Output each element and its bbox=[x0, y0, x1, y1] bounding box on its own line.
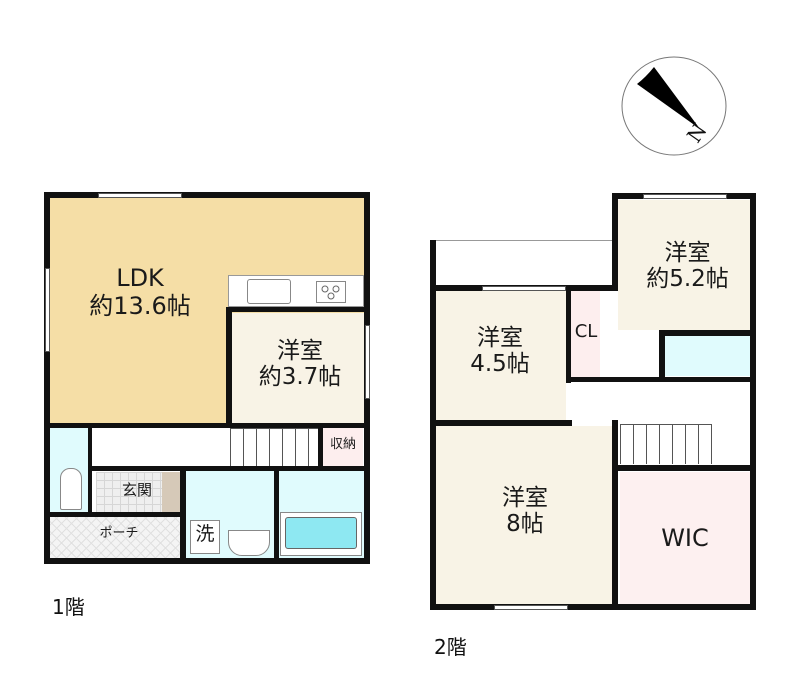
western-5-2-label: 洋室 約5.2帖 bbox=[646, 240, 729, 293]
room-porch bbox=[50, 516, 182, 562]
room-western-8 bbox=[436, 426, 612, 604]
room-western-5-2 bbox=[618, 200, 750, 330]
ldk-label: LDK 約13.6帖 bbox=[89, 264, 191, 320]
window bbox=[643, 194, 727, 199]
closet-label: CL bbox=[574, 321, 598, 342]
compass: N bbox=[620, 55, 728, 157]
window bbox=[365, 325, 370, 399]
room-wic bbox=[620, 472, 750, 604]
storage-label: 収納 bbox=[329, 437, 356, 452]
window bbox=[45, 268, 50, 352]
toilet-icon bbox=[60, 468, 82, 510]
western-3-7-label: 洋室 約3.7帖 bbox=[258, 338, 342, 391]
wash-label: 洗 bbox=[195, 523, 215, 545]
wash-label-box bbox=[190, 520, 220, 554]
window bbox=[482, 286, 566, 291]
wic-label: WIC bbox=[661, 524, 709, 552]
stairs-2f bbox=[620, 424, 712, 464]
western-4-5-label: 洋室 4.5帖 bbox=[470, 325, 530, 378]
bathtub-icon bbox=[280, 512, 362, 556]
room-western-3-7 bbox=[232, 313, 364, 423]
western-8-label: 洋室 8帖 bbox=[502, 485, 548, 538]
balcony bbox=[436, 240, 612, 285]
north-arrow-icon bbox=[621, 56, 727, 156]
room-storage bbox=[323, 428, 363, 468]
room-closet bbox=[570, 290, 600, 378]
floor1-label: 1階 bbox=[52, 595, 85, 619]
room-western-4-5 bbox=[436, 290, 566, 420]
washbasin-icon bbox=[228, 530, 270, 556]
sink-icon bbox=[247, 279, 291, 304]
room-entrance bbox=[96, 472, 166, 512]
entrance-label: 玄関 bbox=[121, 481, 152, 499]
porch-label: ポーチ bbox=[99, 526, 139, 541]
hallway-2f bbox=[572, 382, 750, 422]
stove-icon bbox=[316, 281, 346, 303]
window bbox=[494, 605, 568, 610]
shoe-cabinet bbox=[162, 472, 180, 512]
room-utility bbox=[665, 336, 750, 376]
floor2-label: 2階 bbox=[434, 635, 467, 659]
window bbox=[98, 193, 182, 198]
kitchen-counter bbox=[228, 275, 364, 307]
stairs-1f bbox=[230, 428, 318, 468]
